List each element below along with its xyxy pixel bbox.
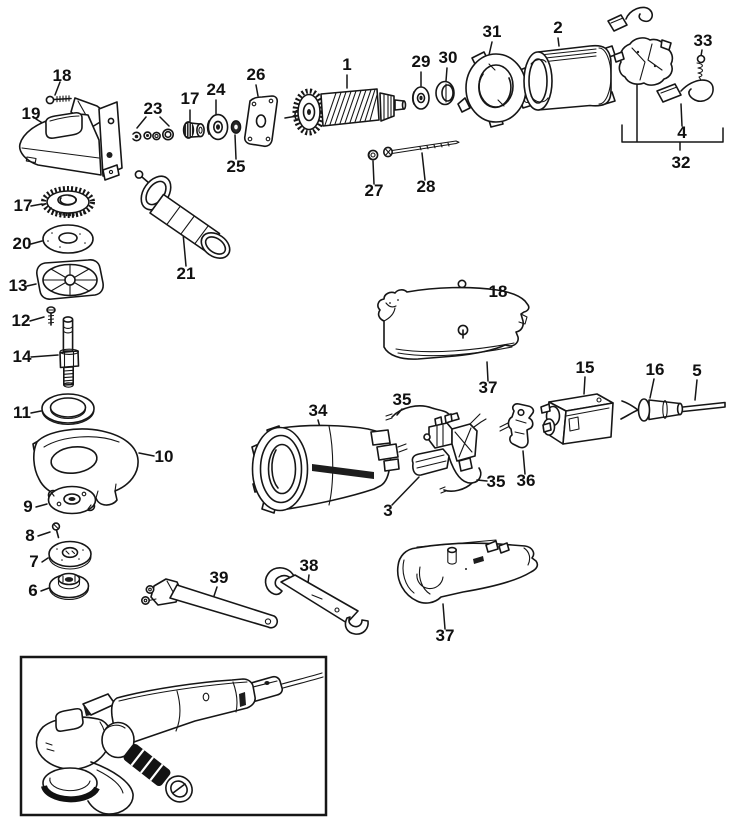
part-brush — [656, 79, 714, 103]
part-crown-gear — [41, 186, 95, 218]
callout-32: 32 — [672, 153, 691, 172]
callout-37-bottom: 37 — [436, 626, 455, 645]
part-retainer-ring — [41, 393, 95, 426]
part-switch — [540, 393, 614, 445]
callout-18-top: 18 — [53, 66, 72, 85]
callout-5: 5 — [692, 361, 701, 380]
callout-33: 33 — [694, 31, 713, 50]
part-bearing-rear — [411, 86, 430, 110]
callout-24: 24 — [207, 80, 226, 99]
callout-13: 13 — [9, 276, 28, 295]
callout-34: 34 — [309, 401, 328, 420]
callout-28: 28 — [417, 177, 436, 196]
callout-9: 9 — [23, 497, 32, 516]
callout-19: 19 — [22, 104, 41, 123]
part-cover-top — [377, 286, 530, 360]
callout-39: 39 — [210, 568, 229, 587]
callout-36: 36 — [517, 471, 536, 490]
part-lead-wire-b — [439, 456, 482, 494]
part-brush-holder-assembly — [607, 6, 674, 86]
part-field — [523, 44, 616, 111]
part-motor-housing — [251, 424, 408, 514]
part-cover-bottom — [396, 539, 539, 604]
callout-16: 16 — [646, 360, 665, 379]
part-lead-wire-a — [385, 405, 460, 422]
callout-11: 11 — [13, 403, 31, 422]
part-lock-lever — [499, 403, 535, 449]
part-screw-flange — [51, 522, 61, 539]
part-washer-wave — [42, 224, 94, 254]
part-wrench — [264, 567, 369, 635]
part-pinion-gear — [182, 121, 205, 139]
callout-38: 38 — [300, 556, 319, 575]
part-through-bolt — [382, 140, 460, 158]
leader-lines — [26, 37, 724, 630]
part-armature — [284, 88, 407, 136]
callout-20: 20 — [13, 234, 32, 253]
part-inner-flange-plate — [47, 485, 97, 515]
callout-8: 8 — [25, 526, 34, 545]
part-screw-housing-top — [45, 95, 72, 105]
callout-2: 2 — [553, 18, 562, 37]
part-ring-kit — [131, 128, 175, 142]
part-switch-assembly — [411, 413, 487, 476]
callout-14: 14 — [13, 347, 32, 366]
callout-35-a: 35 — [393, 390, 412, 409]
callout-12: 12 — [12, 311, 31, 330]
callout-27: 27 — [365, 181, 384, 200]
callout-29: 29 — [412, 52, 431, 71]
part-washer-small — [230, 120, 242, 134]
part-pin-spanner — [141, 578, 279, 629]
part-cord — [682, 401, 726, 413]
callout-25: 25 — [227, 157, 246, 176]
callout-30: 30 — [439, 48, 458, 67]
inset-assembled-grinder — [19, 655, 328, 817]
part-screw-plate — [46, 306, 56, 326]
callout-23: 23 — [144, 99, 163, 118]
callout-26: 26 — [247, 65, 266, 84]
part-nut-small — [367, 149, 379, 161]
callout-21: 21 — [177, 264, 196, 283]
callout-3: 3 — [383, 501, 392, 520]
part-side-handle — [134, 170, 231, 259]
part-spindle — [59, 316, 80, 388]
callout-1: 1 — [342, 55, 351, 74]
part-brush-spring — [696, 54, 706, 81]
part-ring-sleeve — [435, 80, 455, 106]
callout-35-b: 35 — [487, 472, 506, 491]
part-end-plate — [243, 95, 279, 148]
callout-18-mid: 18 — [489, 282, 508, 301]
callout-10: 10 — [155, 447, 174, 466]
callout-6: 6 — [28, 581, 37, 600]
callout-15: 15 — [576, 358, 595, 377]
callout-31: 31 — [483, 22, 502, 41]
part-outer-flange — [48, 540, 92, 570]
callout-7: 7 — [29, 552, 38, 571]
callout-4: 4 — [677, 123, 687, 142]
callout-37-top: 37 — [479, 378, 498, 397]
part-wheel-guard — [32, 428, 139, 506]
part-cord-protector — [620, 398, 684, 422]
part-bearing-front — [206, 113, 229, 141]
callout-17-pinion: 17 — [181, 89, 200, 108]
part-clamp-nut — [48, 572, 90, 601]
part-bearing-plate — [36, 259, 104, 300]
callout-labels: 18 19 23 17 24 26 25 1 29 30 31 2 33 4 3… — [9, 18, 713, 645]
callout-17-gear: 17 — [14, 196, 33, 215]
part-gear-housing — [18, 97, 123, 181]
